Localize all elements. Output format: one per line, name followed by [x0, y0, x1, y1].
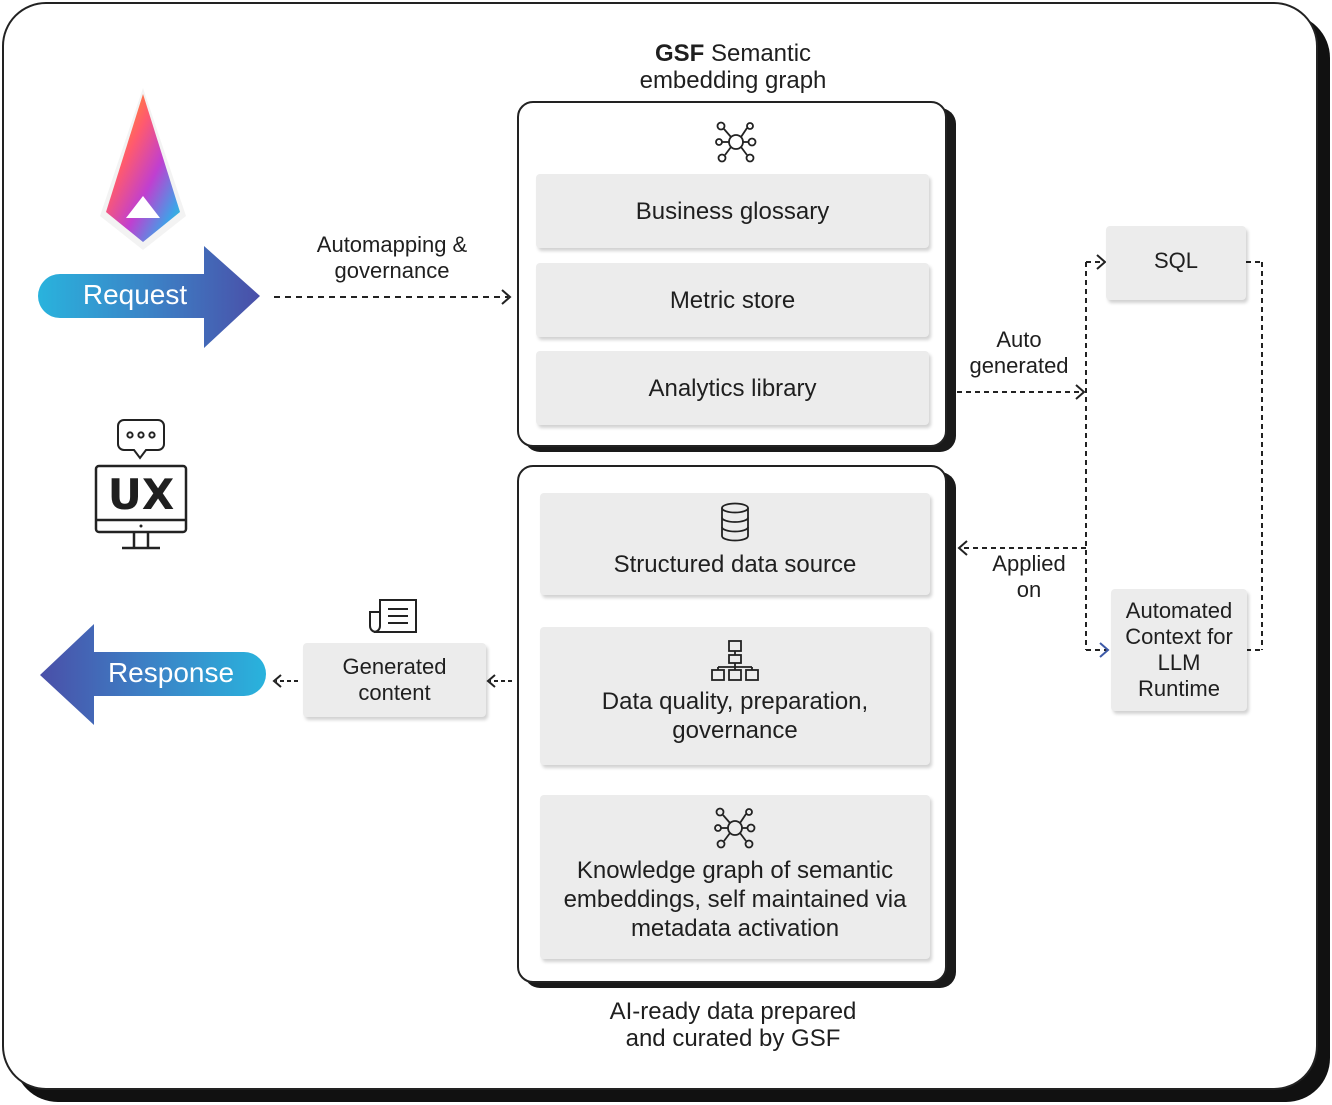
business-glossary-label: Business glossary [635, 197, 830, 225]
analytics-library-card: Analytics library [536, 351, 929, 425]
network-icon [715, 121, 757, 163]
sql-label: SQL [1153, 248, 1199, 273]
analytics-library-label: Analytics library [648, 374, 817, 402]
knowledge-graph-card: Knowledge graph of semantic embeddings, … [540, 795, 930, 959]
business-glossary-card: Business glossary [536, 174, 929, 248]
auto-generated-label: Auto generated [958, 327, 1080, 379]
automated-context-label: Automated Context for LLM Runtime [1125, 598, 1233, 701]
knowledge-network-icon [714, 807, 756, 849]
response-label: Response [107, 657, 235, 688]
title-rest: Semantic [704, 40, 812, 67]
prism-logo [100, 88, 186, 250]
metric-store-label: Metric store [669, 286, 796, 314]
generated-content-card: Generated content [303, 643, 486, 717]
chat-bubble-icon [117, 419, 165, 460]
response-arrow-shape [40, 624, 266, 725]
semantic-graph-title: GSF Semantic embedding graph [560, 40, 906, 94]
generated-content-label: Generated content [342, 654, 447, 705]
ux-label: UX [107, 470, 175, 519]
applied-on-line1: Applied [992, 551, 1066, 576]
knowledge-graph-label: Knowledge graph of semantic embeddings, … [563, 857, 907, 942]
applied-on-label: Applied on [974, 551, 1084, 603]
data-quality-card: Data quality, preparation, governance [540, 627, 930, 765]
monitor-icon [94, 464, 188, 550]
automapping-line1: Automapping & [316, 232, 468, 257]
applied-on-line2: on [1016, 577, 1042, 602]
auto-generated-line1: Auto [996, 327, 1042, 352]
hierarchy-icon [711, 640, 759, 681]
request-arrow-shape [38, 246, 260, 348]
document-icon [369, 599, 417, 633]
request-label: Request [82, 279, 188, 310]
database-icon [721, 502, 749, 542]
ai-ready-caption: AI-ready data prepared and curated by GS… [560, 998, 906, 1052]
structured-data-card: Structured data source [540, 493, 930, 595]
auto-generated-line2: generated [969, 353, 1069, 378]
automated-context-card: Automated Context for LLM Runtime [1111, 589, 1247, 711]
automapping-label: Automapping & governance [292, 232, 492, 284]
automapping-line2: governance [334, 258, 450, 283]
title-brand: GSF [654, 40, 705, 67]
sql-card: SQL [1106, 226, 1246, 300]
metric-store-card: Metric store [536, 263, 929, 337]
data-quality-label: Data quality, preparation, governance [601, 688, 869, 744]
ai-ready-caption-line1: AI-ready data prepared [609, 998, 857, 1025]
ai-ready-caption-line2: and curated by GSF [625, 1025, 841, 1052]
title-line2: embedding graph [639, 67, 827, 94]
structured-data-label: Structured data source [613, 551, 857, 578]
